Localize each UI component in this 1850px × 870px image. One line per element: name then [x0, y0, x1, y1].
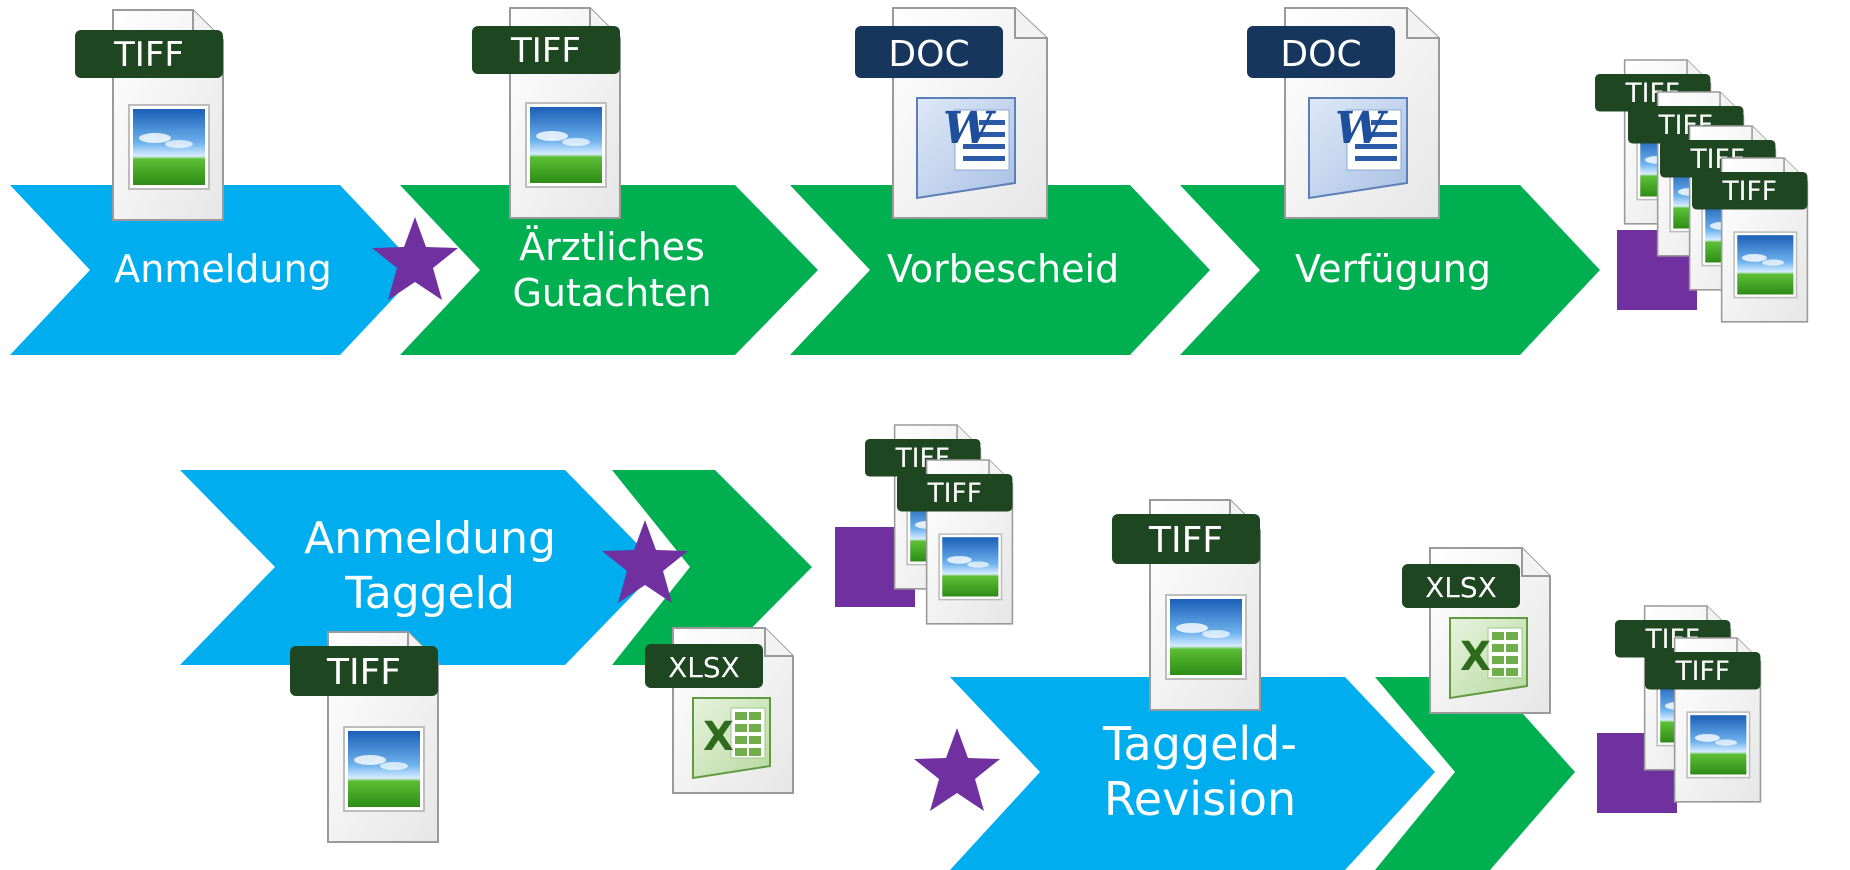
tiff-tag-label: TIFF [510, 31, 581, 71]
step-label-gutachten: Gutachten [512, 271, 711, 315]
tiff-tag-label: TIFF [113, 35, 184, 75]
image-file-icon: TIFF [1645, 637, 1762, 803]
excel-file-icon: XLSX [1402, 547, 1551, 714]
tiff-tag [75, 30, 223, 78]
doc-tag [1247, 26, 1395, 78]
step-label-anmeldung-taggeld-2: Taggeld [344, 568, 515, 619]
chevron-green-small [612, 470, 812, 665]
step-label-verfuegung: Verfügung [1295, 247, 1491, 291]
step-label-anmeldung: Anmeldung [114, 247, 331, 291]
image-file-icon: TIFF [472, 7, 621, 219]
tiff-tag-label: TIFF [1148, 520, 1223, 561]
word-file-icon: DOC [1247, 7, 1440, 219]
chevron-verfuegung [1180, 185, 1600, 355]
image-file-icon: TIFF [290, 631, 439, 843]
star-icon [914, 728, 1000, 811]
step-label-taggeld-revision-1: Taggeld- [1102, 717, 1297, 771]
tiff-stack: TIFF TIFF [835, 424, 1014, 625]
tiff-tag [472, 26, 620, 74]
chevron-anmeldung-taggeld [180, 470, 660, 665]
image-file-icon: TIFF [1692, 157, 1809, 323]
step-label-aerztliches: Ärztliches [519, 225, 705, 269]
step-label-anmeldung-taggeld-1: Anmeldung [304, 513, 556, 564]
excel-file-icon: XLSX [645, 627, 794, 794]
step-label-vorbescheid: Vorbescheid [887, 247, 1119, 291]
image-file-icon: TIFF [75, 9, 224, 221]
xlsx-tag-label: XLSX [668, 651, 740, 684]
doc-tag-label: DOC [1280, 34, 1361, 75]
tiff-tag-label: TIFF [1674, 656, 1730, 687]
image-file-icon: TIFF [897, 459, 1014, 625]
chevron-vorbescheid [790, 185, 1210, 355]
doc-tag [855, 26, 1003, 78]
tiff-stack: TIFF TIFF [1597, 605, 1762, 813]
tiff-stack: TIFF TIFF TIFF TIFF [1595, 59, 1809, 323]
chevron-green-revision [1375, 677, 1575, 870]
tiff-tag-label: TIFF [926, 478, 982, 509]
chevron-aerztliches-gutachten [400, 185, 818, 355]
row2: Anmeldung Taggeld TIFF XLSX TIFF TIFF [180, 424, 1762, 870]
row1: TIFF TIFF DOC DOC Anmeldung Ärztliches G… [10, 7, 1809, 355]
step-label-taggeld-revision-2: Revision [1104, 772, 1296, 826]
tiff-tag-label: TIFF [1721, 176, 1777, 207]
xlsx-tag-label: XLSX [1425, 571, 1497, 604]
chevron-anmeldung [10, 185, 420, 355]
doc-tag-label: DOC [888, 34, 969, 75]
chevron-taggeld-revision [950, 677, 1435, 870]
word-file-icon: DOC [855, 7, 1048, 219]
image-file-icon: TIFF [1112, 499, 1261, 711]
tiff-tag-label: TIFF [326, 652, 401, 693]
